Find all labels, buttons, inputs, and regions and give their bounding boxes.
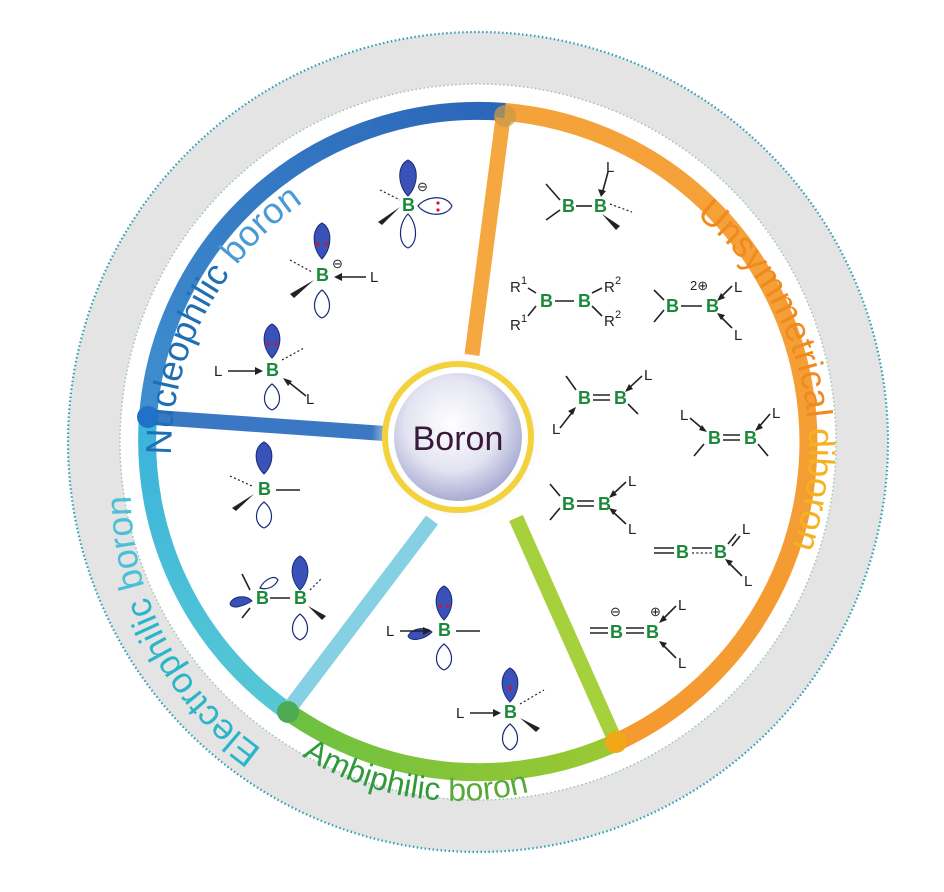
svg-text:B: B xyxy=(598,494,611,514)
struct-unsym-8: ⊖ ⊕ B B L L xyxy=(590,597,686,672)
svg-text:L: L xyxy=(552,421,560,438)
svg-text:L: L xyxy=(606,159,614,176)
svg-text:B: B xyxy=(316,265,329,285)
svg-text:B: B xyxy=(614,388,627,408)
svg-text:⊖: ⊖ xyxy=(332,256,343,271)
svg-text:B: B xyxy=(266,360,279,380)
svg-text:B: B xyxy=(578,291,591,311)
struct-electrophilic-2: B B xyxy=(229,555,326,641)
struct-nucleophilic-3: B L L xyxy=(214,323,314,411)
struct-unsym-1: B B L xyxy=(545,159,633,230)
center-disc xyxy=(394,373,522,501)
inner-rim-dots xyxy=(119,83,837,801)
svg-text:L: L xyxy=(456,705,464,722)
struct-unsym-6: B B L L xyxy=(549,473,636,538)
svg-text:⊖: ⊖ xyxy=(417,179,428,194)
svg-text:R: R xyxy=(510,317,521,334)
ring-electrophilic xyxy=(138,416,293,719)
svg-text:B: B xyxy=(610,622,623,642)
svg-text:B: B xyxy=(258,479,271,499)
svg-text:R: R xyxy=(604,313,615,330)
svg-text:L: L xyxy=(306,391,314,408)
svg-text:L: L xyxy=(386,623,394,640)
svg-text:L: L xyxy=(772,405,780,422)
svg-text:B: B xyxy=(666,296,679,316)
center-label: Boron xyxy=(413,420,504,458)
svg-text:B: B xyxy=(294,588,307,608)
svg-text:R: R xyxy=(604,279,615,296)
svg-text:B: B xyxy=(714,542,727,562)
svg-text:2: 2 xyxy=(615,309,621,321)
svg-text:B: B xyxy=(562,196,575,216)
svg-text:B: B xyxy=(744,428,757,448)
svg-text:L: L xyxy=(214,363,222,380)
svg-text:B: B xyxy=(504,702,517,722)
outer-rim-dots xyxy=(66,30,890,854)
svg-text:B: B xyxy=(594,196,607,216)
svg-text:R: R xyxy=(510,279,521,296)
svg-text:L: L xyxy=(742,521,750,538)
struct-unsym-4: B B L L xyxy=(552,367,652,438)
svg-text:B: B xyxy=(708,428,721,448)
spoke-unsymmetrical xyxy=(464,117,511,356)
spoke-nucleophilic xyxy=(140,409,400,442)
svg-text:L: L xyxy=(628,521,636,538)
svg-text:B: B xyxy=(562,494,575,514)
svg-text:B: B xyxy=(540,291,553,311)
struct-nucleophilic-2: B ⊖ L xyxy=(289,222,378,319)
junction-bottom-right xyxy=(605,731,627,753)
struct-electrophilic-1: B xyxy=(229,441,300,529)
svg-text:B: B xyxy=(438,620,451,640)
ring-unsymmetrical xyxy=(504,103,818,751)
svg-text:⊕: ⊕ xyxy=(650,604,661,619)
svg-text:L: L xyxy=(628,473,636,490)
struct-unsym-7: B B L L xyxy=(654,521,752,590)
outer-band xyxy=(68,32,888,852)
svg-text:B: B xyxy=(706,296,719,316)
ring-ambiphilic xyxy=(281,703,621,782)
svg-text:L: L xyxy=(680,407,688,424)
svg-text:1: 1 xyxy=(521,275,527,287)
struct-ambiphilic-1: B L xyxy=(386,585,480,671)
svg-text:2: 2 xyxy=(615,275,621,287)
svg-text:2⊕: 2⊕ xyxy=(690,278,708,293)
junction-left xyxy=(137,406,159,428)
struct-unsym-5: B B L L xyxy=(680,405,780,457)
svg-text:B: B xyxy=(676,542,689,562)
svg-text:B: B xyxy=(256,588,269,608)
struct-nucleophilic-1: B ⊖ xyxy=(378,159,453,249)
svg-text:L: L xyxy=(678,655,686,672)
ring-nucleophilic xyxy=(139,101,506,418)
junction-top xyxy=(494,105,516,127)
svg-text:L: L xyxy=(370,269,378,286)
svg-text:L: L xyxy=(644,367,652,384)
spoke-ambiphilic xyxy=(509,514,622,744)
svg-text:L: L xyxy=(744,573,752,590)
junction-bottom-left xyxy=(277,701,299,723)
svg-text:B: B xyxy=(646,622,659,642)
svg-text:L: L xyxy=(678,597,686,614)
svg-text:B: B xyxy=(578,388,591,408)
struct-ambiphilic-2: B L xyxy=(456,667,545,751)
svg-text:1: 1 xyxy=(521,313,527,325)
svg-text:L: L xyxy=(734,279,742,296)
svg-text:L: L xyxy=(734,327,742,344)
svg-text:⊖: ⊖ xyxy=(610,604,621,619)
spoke-electrophilic xyxy=(283,515,438,714)
svg-text:B: B xyxy=(402,195,415,215)
struct-unsym-3: B B 2⊕ L L xyxy=(653,278,742,344)
